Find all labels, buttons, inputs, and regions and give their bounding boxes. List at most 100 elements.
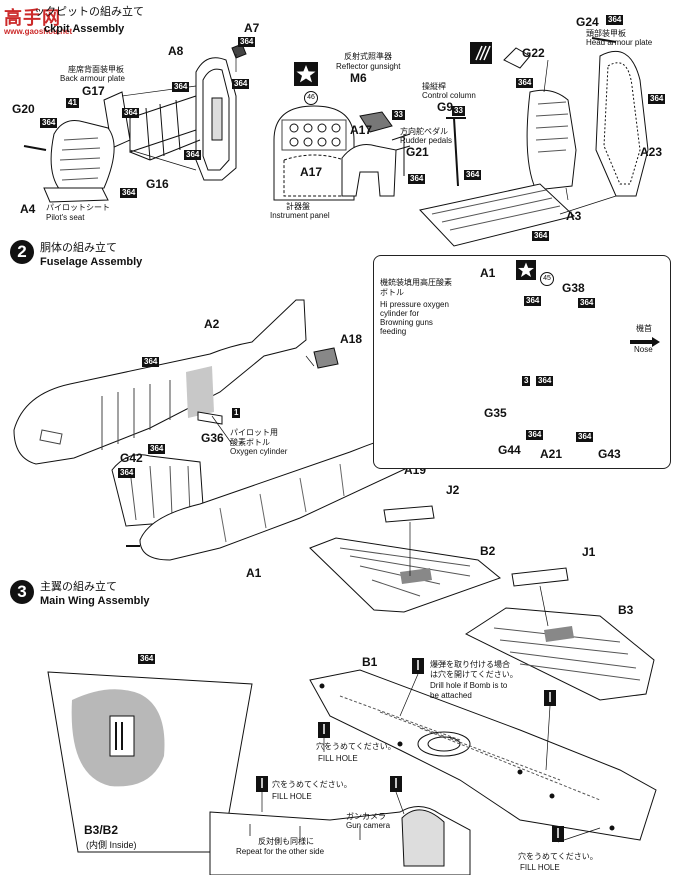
color-code-364: 364: [464, 170, 482, 180]
watermark-url: www.gaoshou.net: [4, 27, 73, 36]
part-a18-drawing: [313, 347, 339, 369]
repeat-en: Repeat for the other side: [236, 847, 325, 856]
arrow-right-icon: [630, 334, 660, 347]
color-code-364: 364: [516, 78, 534, 88]
pilot-seat-en: Pilot's seat: [46, 213, 85, 222]
reflector-ja: 反射式照準器: [344, 52, 392, 61]
part-label-g35: G35: [484, 406, 507, 420]
color-code-364: 364: [40, 118, 58, 128]
part-label-b2: B2: [480, 544, 496, 558]
drill-ja-1: 爆弾を取り付ける場合: [430, 660, 510, 669]
gunsight-drawing: [359, 111, 393, 133]
part-label-g20: G20: [12, 102, 35, 116]
drill-en-2: be attached: [430, 691, 472, 700]
pilot-seat-drawing: [43, 120, 115, 203]
part-label-a17-coaming: A17: [350, 123, 373, 137]
color-code-364: 364: [238, 37, 256, 47]
part-label-b3-b2: B3/B2: [84, 823, 119, 837]
rudder-en: Rudder pedals: [400, 136, 453, 145]
color-code-364: 364: [408, 174, 426, 184]
color-code-364: 364: [606, 15, 624, 25]
cockpit-floor-drawing: [419, 183, 576, 247]
star-marker-icon: [516, 260, 536, 280]
step2-title-en: Fuselage Assembly: [40, 256, 143, 268]
hi-oxygen-en-1: Hi pressure oxygen: [380, 300, 449, 309]
part-label-g44: G44: [498, 443, 521, 457]
nose-ja: 機首: [636, 324, 652, 333]
part-label-a7: A7: [244, 21, 260, 35]
instrument-panel-ja: 計器盤: [286, 202, 310, 211]
part-label-g24: G24: [576, 15, 599, 29]
fuselage-half-drawing: [13, 299, 307, 465]
star-marker-icon: [294, 62, 318, 86]
rudder-ja: 方向舵ペダル: [400, 127, 448, 136]
step1-title-ja: ックピットの組み立て: [34, 6, 144, 18]
control-ja: 操縦桿: [422, 82, 446, 91]
part-label-g38: G38: [562, 281, 585, 295]
part-label-g36: G36: [201, 431, 224, 445]
color-code-364: 364: [142, 357, 160, 367]
upper-wing-b3-drawing: [464, 607, 655, 701]
gun-camera-en: Gun camera: [346, 821, 391, 830]
step-2-badge: 2: [10, 240, 34, 264]
gun-camera-ja: ガンカメラ: [346, 812, 386, 821]
part-label-j1: J1: [582, 545, 596, 559]
oxygen-cylinder-drawing: [197, 411, 223, 425]
color-code-33: 33: [392, 110, 405, 120]
hi-oxygen-ja-2: ボトル: [380, 288, 404, 297]
color-code-364: 364: [172, 82, 190, 92]
control-en: Control column: [422, 91, 476, 100]
decal-number-45: 45: [540, 272, 554, 286]
nose-en: Nose: [634, 345, 653, 354]
drill-ja-2: は穴を開けてください。: [430, 670, 518, 679]
color-code-364: 364: [138, 654, 156, 664]
part-label-g42: G42: [120, 451, 143, 465]
part-label-a8: A8: [168, 44, 184, 58]
fill-hole-en: FILL HOLE: [520, 863, 560, 872]
part-label-a21: A21: [540, 447, 563, 461]
part-label-a4: A4: [20, 202, 36, 216]
back-armour-en: Back armour plate: [60, 74, 125, 83]
head-armour-ja: 頭部装甲板: [586, 29, 626, 38]
detail-inset: [373, 255, 671, 469]
part-label-g9: G9: [437, 100, 454, 114]
color-code-364: 364: [536, 376, 554, 386]
watermark-brand: 高手网: [4, 8, 61, 28]
hi-oxygen-en-3: Browning guns: [380, 318, 433, 327]
part-label-b3: B3: [618, 603, 634, 617]
oxygen-en: Oxygen cylinder: [230, 447, 288, 456]
fill-hole-ja: 穴をうめてください。: [272, 780, 352, 789]
color-code-364: 364: [118, 468, 136, 478]
color-code-364: 364: [120, 188, 138, 198]
step3-title-en: Main Wing Assembly: [40, 595, 150, 607]
frame-a23-drawing: [595, 51, 649, 197]
fill-hole-ja: 穴をうめてください。: [518, 852, 598, 861]
pilot-seat-ja: パイロットシート: [46, 203, 110, 212]
step-3-badge: 3: [10, 580, 34, 604]
color-code-364: 364: [232, 79, 250, 89]
part-label-a2: A2: [204, 317, 220, 331]
part-label-a1: A1: [246, 566, 262, 580]
inside-note: (内側 Inside): [86, 840, 137, 850]
paint-chip-icon: [470, 42, 492, 64]
part-label-g43: G43: [598, 447, 621, 461]
hi-oxygen-en-2: cylinder for: [380, 309, 420, 318]
part-label-a23: A23: [640, 145, 663, 159]
step2-title-ja: 胴体の組み立て: [40, 242, 117, 254]
step1-title-en: ckpit Assembly: [44, 23, 125, 35]
color-code-364: 364: [532, 231, 550, 241]
part-label-a17: A17: [300, 165, 323, 179]
part-label-g16: G16: [146, 177, 169, 191]
decal-number-46: 46: [304, 91, 318, 105]
fill-hole-en: FILL HOLE: [272, 792, 312, 801]
part-label-g21: G21: [406, 145, 429, 159]
drill-en-1: Drill hole if Bomb is to: [430, 681, 508, 690]
part-label-j2: J2: [446, 483, 460, 497]
part-label-a18: A18: [340, 332, 363, 346]
fill-hole-ja: 穴をうめてください。: [316, 742, 396, 751]
color-code-364: 364: [148, 444, 166, 454]
repeat-ja: 反対側も同様に: [258, 837, 314, 846]
step3-title-ja: 主翼の組み立て: [40, 581, 117, 593]
instrument-panel-drawing: [273, 105, 355, 201]
